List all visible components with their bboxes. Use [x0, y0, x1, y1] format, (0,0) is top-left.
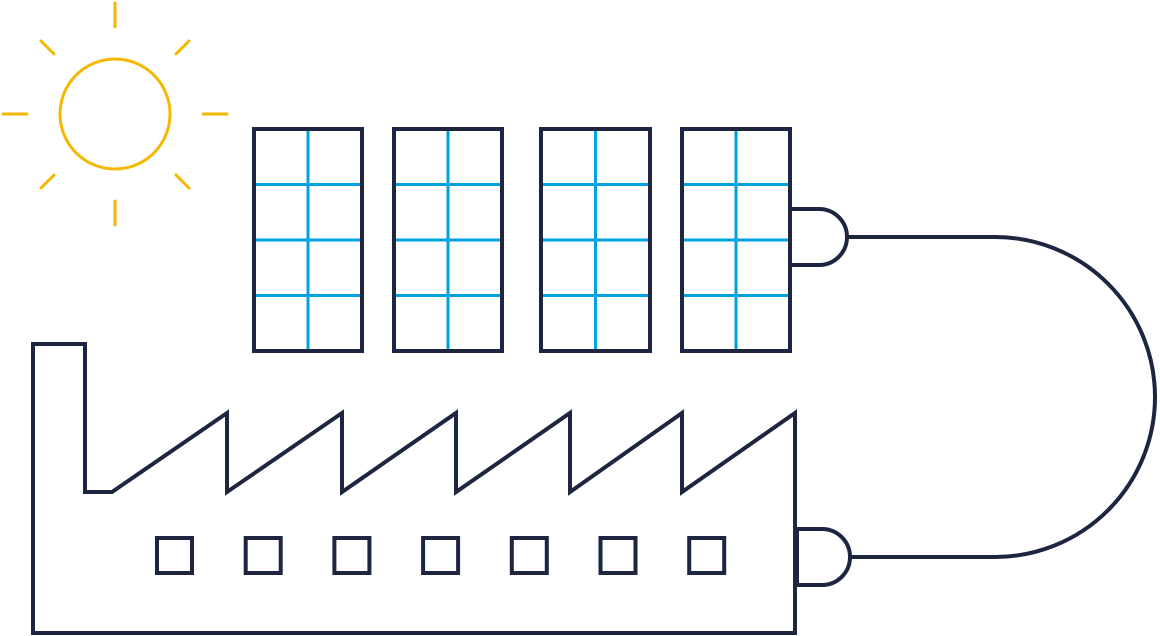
factory-window	[598, 536, 638, 575]
sun-ray	[39, 39, 56, 56]
factory-windows	[155, 536, 727, 575]
sun-icon	[1, 1, 229, 227]
panel-frame	[539, 127, 652, 353]
solar-panel-icon	[680, 127, 792, 353]
solar-panels	[252, 127, 792, 353]
sun-disc	[58, 57, 172, 171]
factory-window	[243, 536, 283, 575]
factory-window	[421, 536, 461, 575]
sun-ray	[174, 173, 191, 190]
factory-outline	[31, 342, 797, 635]
sun-ray	[39, 173, 56, 190]
factory-window	[509, 536, 549, 575]
panel-frame	[252, 127, 364, 353]
power-cable-icon	[845, 235, 1157, 559]
plug-icon	[795, 527, 852, 587]
plug-icon	[788, 207, 849, 267]
sun-ray	[174, 39, 191, 56]
factory-window	[155, 536, 194, 575]
solar-panel-icon	[252, 127, 364, 353]
factory-window	[332, 536, 372, 575]
solar-panel-icon	[392, 127, 504, 353]
solar-panel-icon	[539, 127, 652, 353]
factory-window	[687, 536, 727, 575]
factory-icon	[31, 342, 797, 635]
panel-frame	[392, 127, 504, 353]
